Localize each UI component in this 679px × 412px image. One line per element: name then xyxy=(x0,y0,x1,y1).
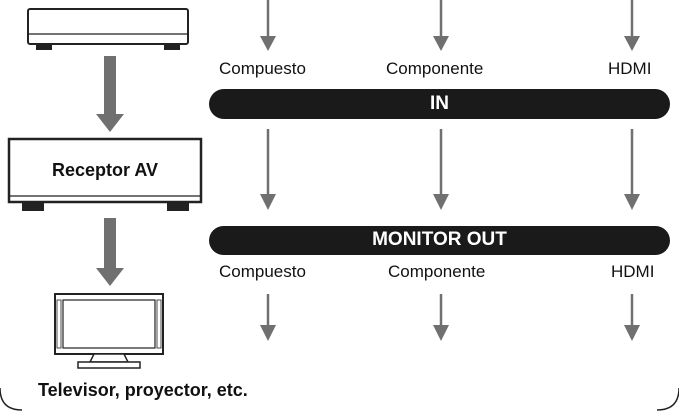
output-arrows-bottom xyxy=(260,294,640,341)
in-bar-label: IN xyxy=(430,93,449,114)
display-label: Televisor, proyector, etc. xyxy=(38,380,248,400)
player-device-icon xyxy=(27,8,189,50)
frame-right-corner xyxy=(656,387,679,411)
input-arrows-top xyxy=(260,0,640,51)
receiver-label: Receptor AV xyxy=(51,160,159,180)
output-label-composite: Compuesto xyxy=(219,262,306,281)
receiver-box xyxy=(7,137,203,211)
pass-through-arrows xyxy=(260,129,640,210)
frame-left-corner xyxy=(0,387,23,411)
input-label-hdmi: HDMI xyxy=(608,59,652,78)
input-label-component: Componente xyxy=(386,59,484,78)
arrow-receiver-to-display xyxy=(96,218,124,286)
output-label-hdmi: HDMI xyxy=(611,262,655,281)
output-label-component: Componente xyxy=(388,262,486,281)
television-icon xyxy=(54,293,164,369)
input-label-composite: Compuesto xyxy=(219,59,306,78)
monitor-out-bar-label: MONITOR OUT xyxy=(372,229,507,250)
arrow-source-to-receiver xyxy=(96,56,124,132)
in-bar xyxy=(209,89,670,119)
monitor-out-bar xyxy=(209,226,670,255)
